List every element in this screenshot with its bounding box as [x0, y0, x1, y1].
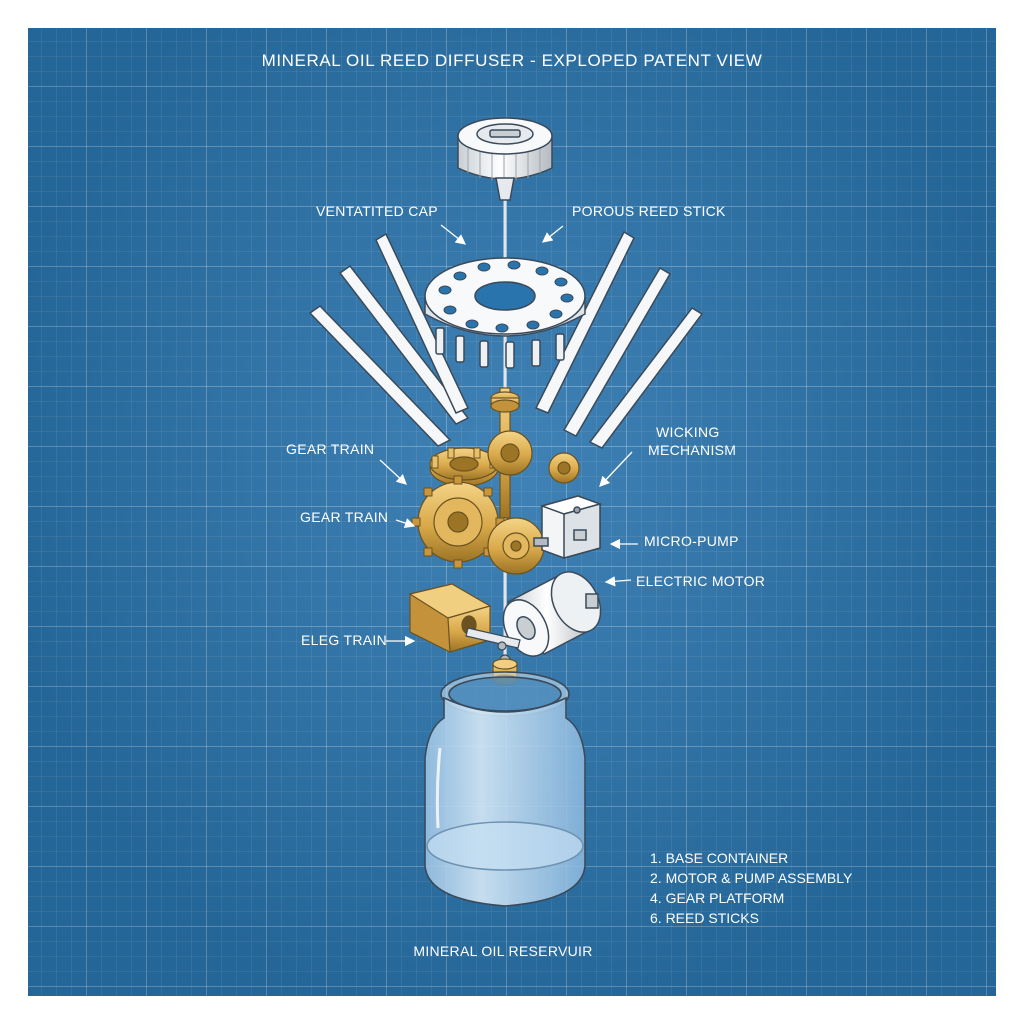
gear-small-right [548, 452, 580, 484]
blueprint-sheet: MINERAL OIL REED DIFFUSER - EXPLOPED PAT… [28, 28, 996, 996]
arrow-porous-reed [541, 225, 564, 243]
legend-item-gear-platform: 4. GEAR PLATFORM [650, 890, 785, 906]
reed-sticks [308, 230, 704, 449]
legend-item-base-container: 1. BASE CONTAINER [650, 850, 789, 866]
gear-train [411, 430, 580, 575]
reed-stick-4 [534, 230, 635, 414]
gear-upper-left [429, 447, 499, 487]
arrow-gear-train-upper [379, 459, 407, 485]
reed-stick-2 [338, 264, 470, 425]
gear-lower-center [487, 517, 545, 575]
brass-block [408, 583, 492, 653]
arrow-ventilated-cap [440, 224, 467, 245]
ring-platform [424, 257, 586, 369]
label-micro-pump: MICRO-PUMP [644, 533, 739, 549]
label-ventilated-cap: VENTATITED CAP [316, 203, 438, 219]
gear-upper-center [487, 430, 533, 476]
arrow-wicking [599, 451, 633, 487]
ventilated-cap [457, 117, 553, 201]
label-gear-train-upper: GEAR TRAIN [286, 441, 375, 457]
legend-item-reed-sticks: 6. REED STICKS [650, 910, 759, 926]
label-porous-reed-stick: POROUS REED STICK [572, 203, 726, 219]
reed-stick-5 [562, 266, 672, 437]
label-elec-train: ELEG TRAIN [301, 632, 387, 648]
electric-motor [502, 571, 602, 657]
arrow-electric-motor [604, 576, 632, 587]
legend-item-motor-pump: 2. MOTOR & PUMP ASSEMBLY [650, 870, 853, 886]
micro-pump [533, 495, 603, 559]
exploded-view-drawing [308, 117, 704, 907]
label-electric-motor: ELECTRIC MOTOR [636, 573, 766, 589]
label-wicking-line1: WICKING [656, 424, 720, 440]
diagram-title: MINERAL OIL REED DIFFUSER - EXPLOPED PAT… [261, 51, 763, 70]
reed-stick-3 [375, 232, 470, 414]
label-reservoir: MINERAL OIL RESERVUIR [413, 943, 593, 959]
arrow-gear-train-lower [395, 518, 416, 529]
glass-jar [424, 671, 586, 907]
reed-stick-1 [308, 305, 452, 447]
gear-large-left [411, 475, 505, 569]
leader-arrows [379, 224, 638, 647]
label-gear-train-lower: GEAR TRAIN [300, 509, 389, 525]
reed-stick-6 [588, 307, 704, 449]
label-wicking-line2: MECHANISM [648, 442, 737, 458]
